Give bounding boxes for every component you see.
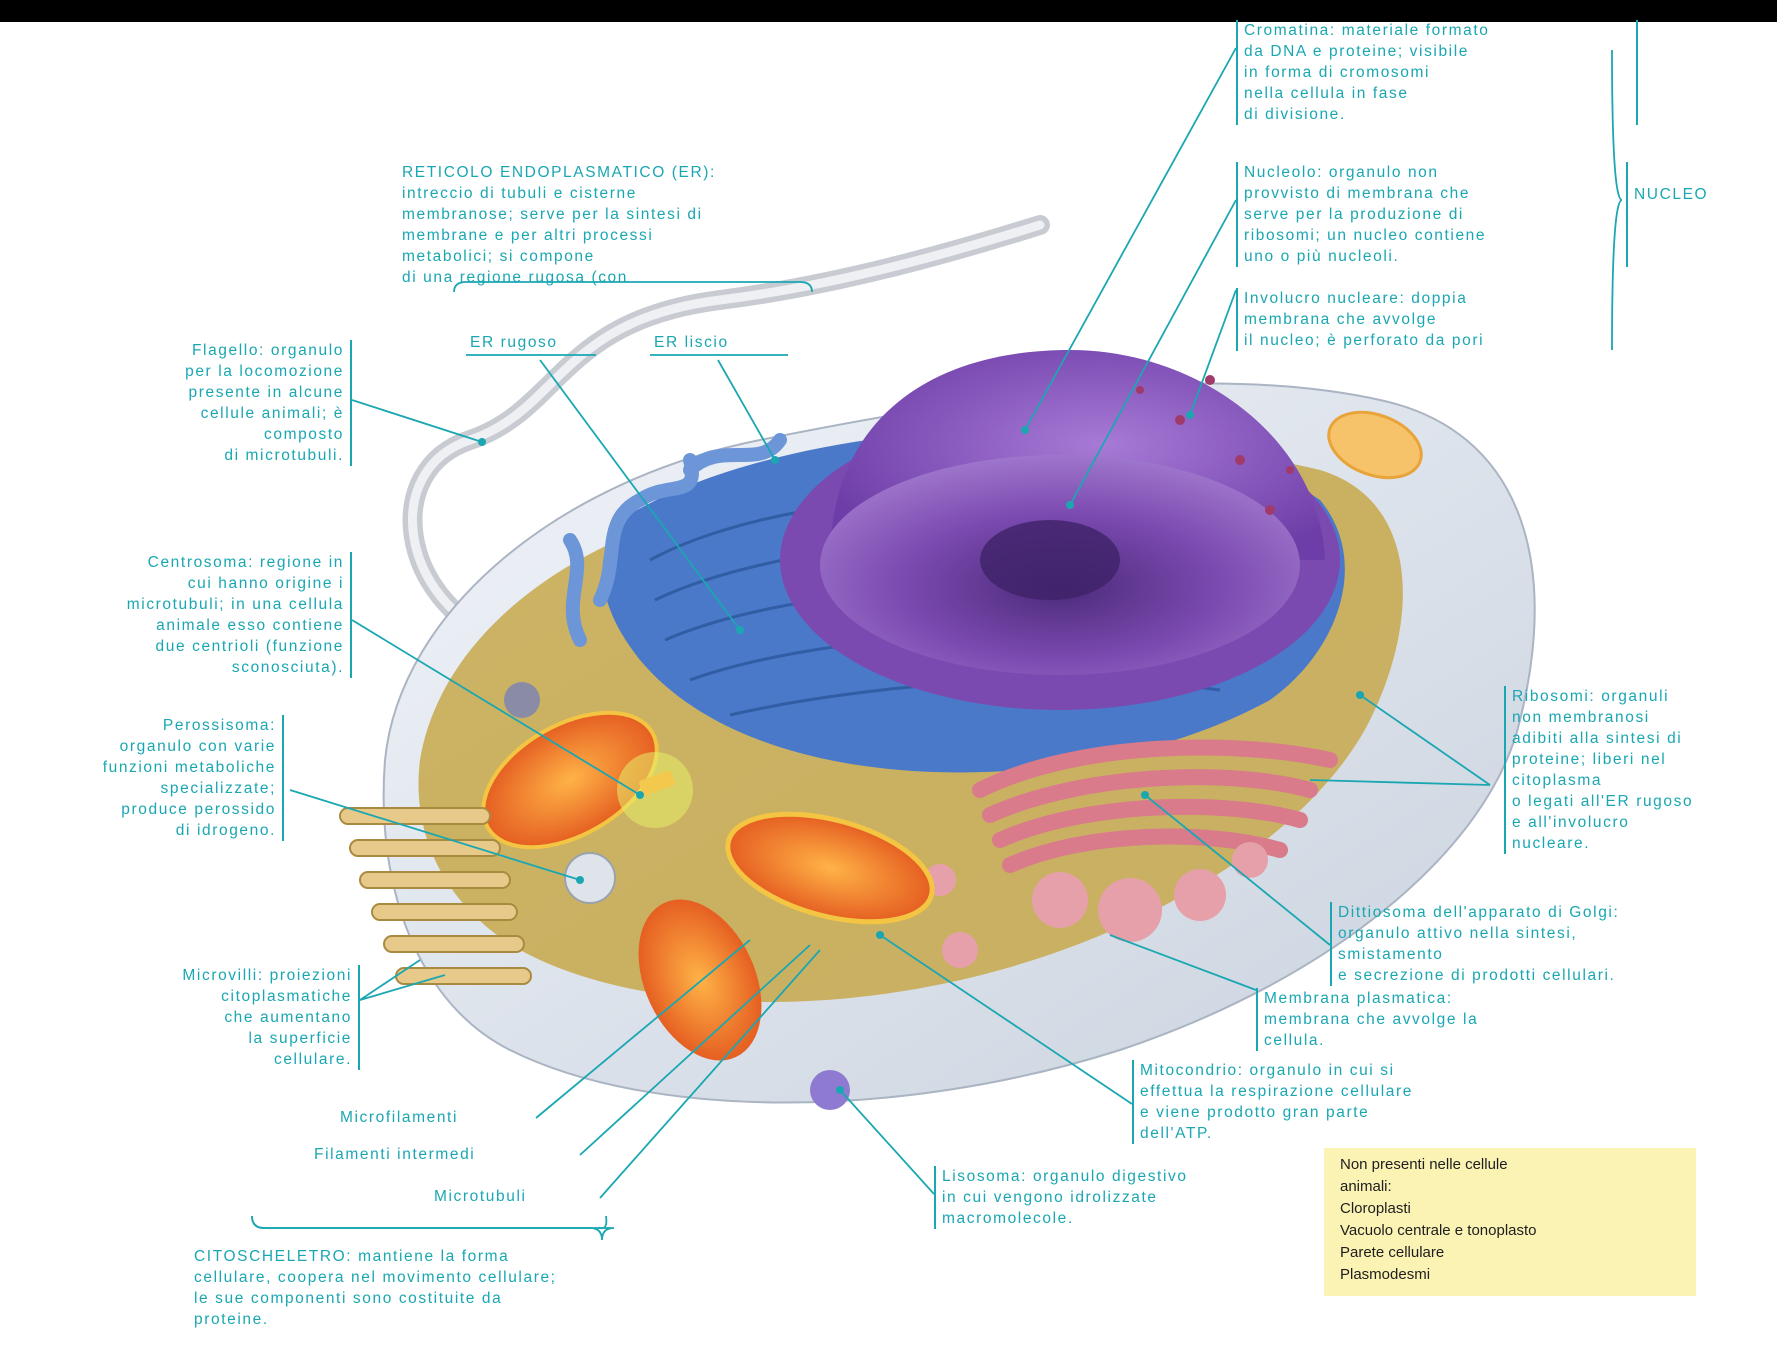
label-centrosoma: Centrosoma: regione in cui hanno origine… [10, 552, 352, 678]
non-animal-organelles-text: Non presenti nelle cellule animali: Clor… [1340, 1154, 1690, 1286]
label-nucleo: NUCLEO [1634, 186, 1708, 204]
label-lisosoma: Lisosoma: organulo digestivo in cui veng… [934, 1166, 1322, 1229]
label-filamenti-intermedi: Filamenti intermedi [314, 1144, 475, 1165]
label-microfilamenti: Microfilamenti [340, 1107, 458, 1128]
label-cromatina: Cromatina: materiale formato da DNA e pr… [1236, 20, 1638, 125]
label-reticolo-endoplasmatico: RETICOLO ENDOPLASMATICO (ER): intreccio … [402, 162, 862, 288]
label-er-rugoso: ER rugoso [470, 332, 558, 353]
label-flagello: Flagello: organulo per la locomozione pr… [92, 340, 352, 466]
label-nucleolo: Nucleolo: organulo non provvisto di memb… [1236, 162, 1628, 267]
centrosome [617, 752, 693, 828]
label-golgi: Dittiosoma dell'apparato di Golgi: organ… [1330, 902, 1758, 986]
label-perossisoma: Perossisoma: organulo con varie funzioni… [10, 715, 284, 841]
label-involucro-nucleare: Involucro nucleare: doppia membrana che … [1236, 288, 1620, 351]
label-microtubuli: Microtubuli [434, 1186, 527, 1207]
label-mitocondrio: Mitocondrio: organulo in cui si effettua… [1132, 1060, 1560, 1144]
label-ribosomi: Ribosomi: organuli non membranosi adibit… [1504, 686, 1776, 854]
label-citoscheletro: CITOSCHELETRO: mantiene la forma cellula… [194, 1246, 714, 1330]
nucleolus [980, 520, 1120, 600]
label-microvilli: Microvilli: proiezioni citoplasmatiche c… [94, 965, 360, 1070]
label-er-liscio: ER liscio [654, 332, 729, 353]
label-membrana-plasmatica: Membrana plasmatica: membrana che avvolg… [1256, 988, 1604, 1051]
